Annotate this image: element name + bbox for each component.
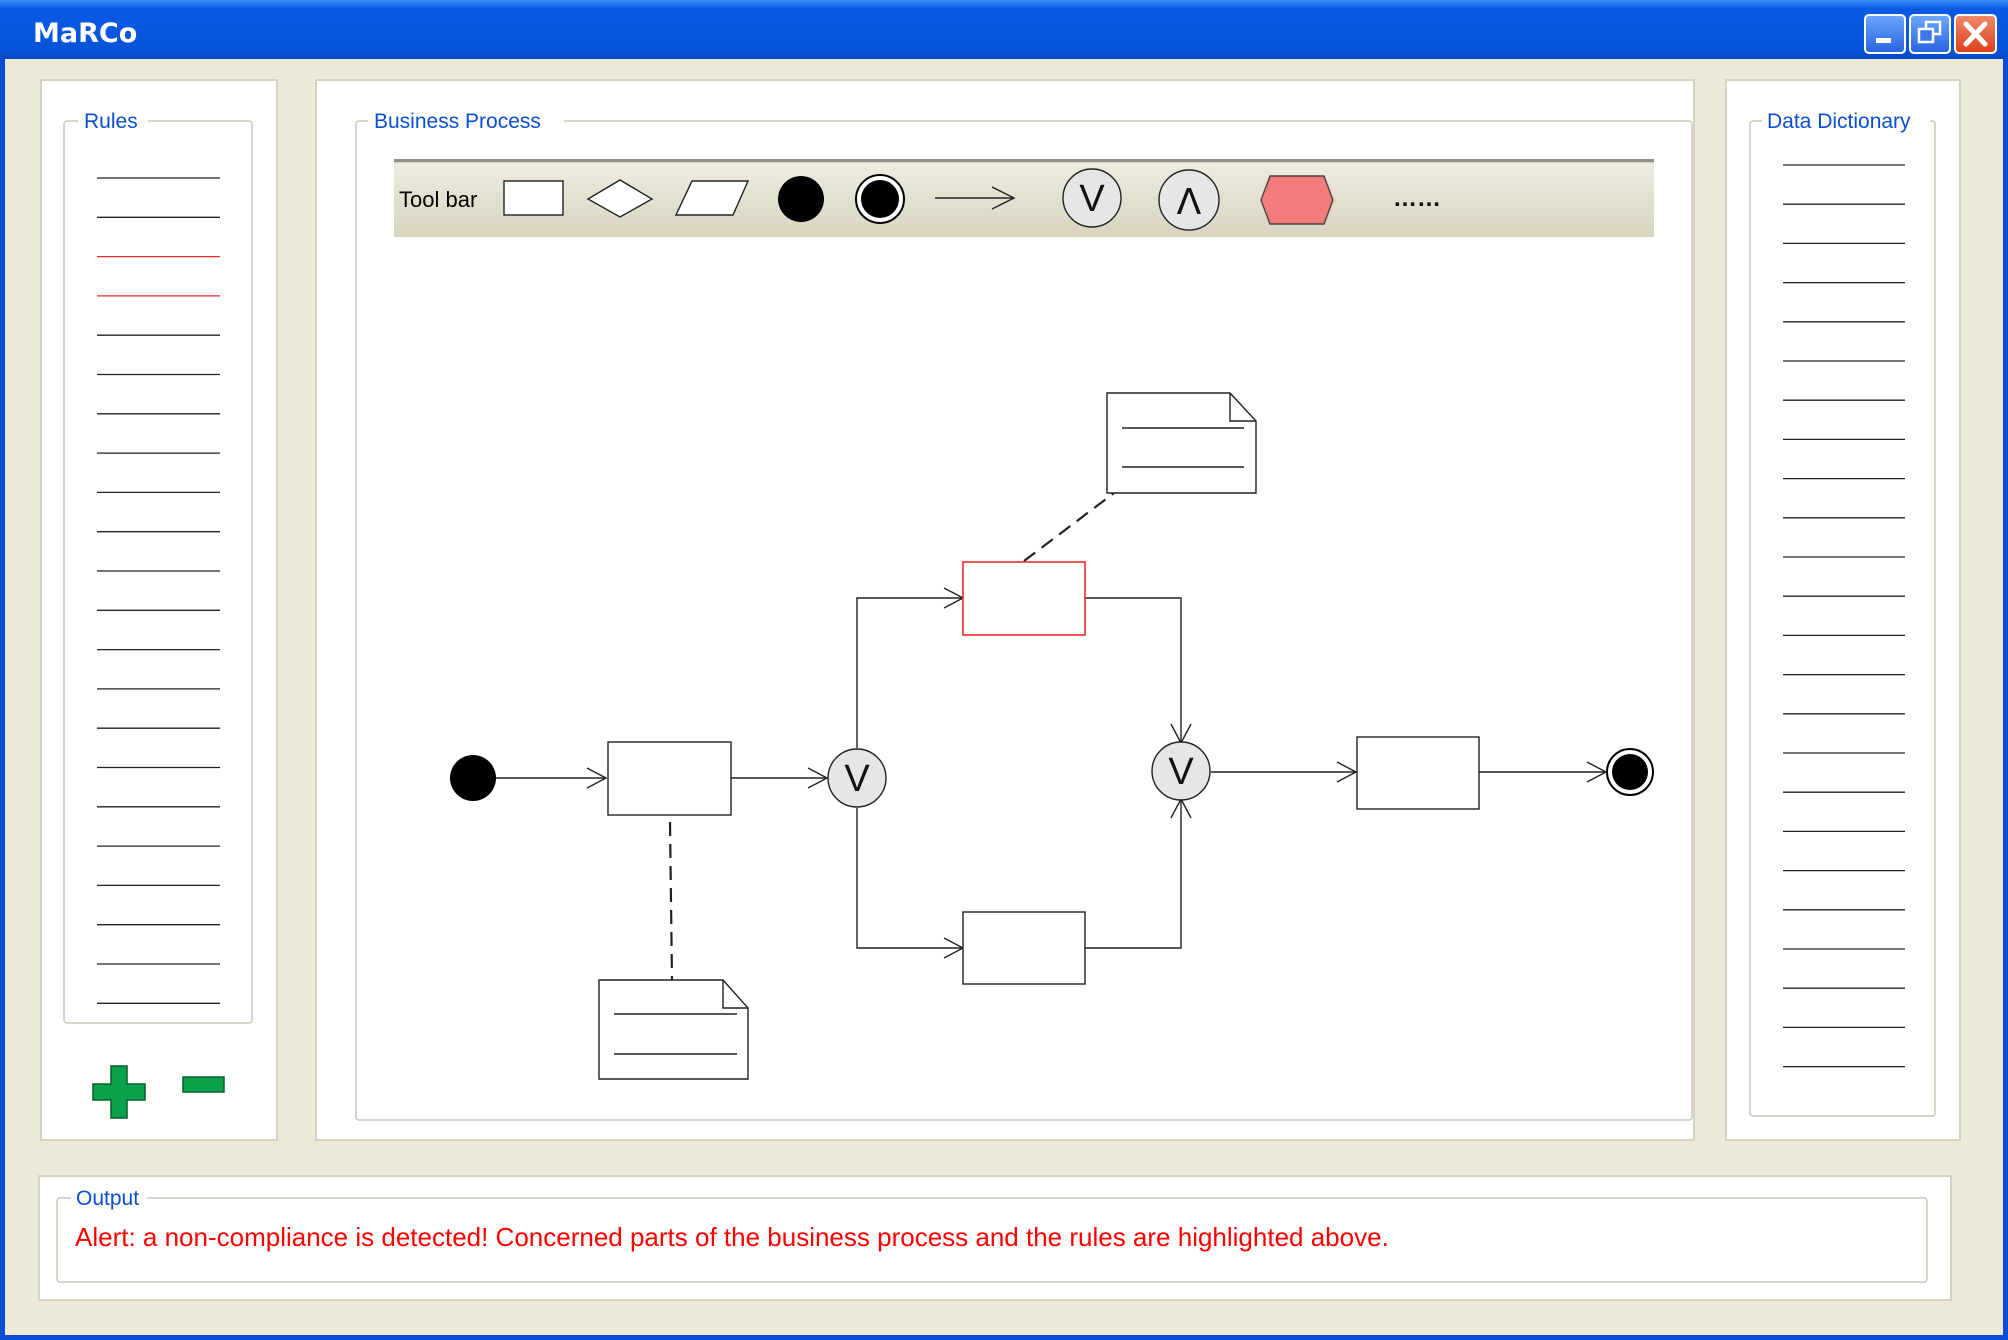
window-title: MaRCo	[33, 18, 137, 49]
tool-and-gateway[interactable]: Λ	[1158, 169, 1220, 231]
note-bottom[interactable]	[598, 979, 749, 1080]
flow-split-to-task2[interactable]	[856, 587, 965, 748]
minus-icon	[182, 1076, 225, 1093]
tool-hexagon[interactable]	[1260, 175, 1334, 225]
gateway-join-symbol: V	[1168, 751, 1194, 793]
tool-decision-diamond[interactable]	[586, 179, 654, 218]
tool-more[interactable]: ……	[1393, 185, 1441, 212]
gateway-split-symbol: V	[844, 758, 870, 800]
tool-task-rectangle[interactable]	[503, 180, 564, 216]
start-event[interactable]	[450, 755, 496, 801]
and-gateway-symbol: Λ	[1177, 182, 1202, 223]
tool-start-event[interactable]	[778, 176, 824, 222]
task-1[interactable]	[607, 741, 732, 816]
output-legend: Output	[76, 1187, 139, 1210]
gateway-split[interactable]: V	[827, 748, 887, 808]
gateway-join[interactable]: V	[1151, 741, 1211, 801]
association-task2-note	[1023, 492, 1115, 562]
rules-panel: Rules	[40, 79, 278, 1141]
rules-list	[97, 177, 220, 1004]
task-2-highlighted[interactable]	[962, 561, 1086, 636]
flow-task3-to-join[interactable]	[1085, 797, 1192, 949]
minimize-icon	[1876, 38, 1891, 43]
plus-icon	[92, 1065, 146, 1119]
data-dictionary-list	[1783, 164, 1905, 1068]
remove-rule-button[interactable]	[182, 1076, 225, 1093]
rules-legend: Rules	[84, 110, 138, 133]
data-dictionary-panel: Data Dictionary	[1725, 79, 1961, 1141]
add-rule-button[interactable]	[92, 1065, 146, 1119]
tool-data-parallelogram[interactable]	[674, 180, 750, 216]
business-process-legend: Business Process	[374, 110, 541, 133]
or-gateway-symbol: V	[1079, 178, 1105, 220]
data-dictionary-legend: Data Dictionary	[1767, 110, 1911, 133]
tool-sequence-arrow[interactable]	[935, 186, 1016, 210]
process-diagram: V V	[450, 392, 1654, 1080]
close-icon	[1963, 21, 1988, 47]
task-3[interactable]	[962, 911, 1086, 985]
end-event[interactable]	[1606, 748, 1654, 796]
toolbar: Tool bar V Λ ……	[394, 159, 1654, 237]
note-top[interactable]	[1106, 392, 1257, 494]
tool-or-gateway[interactable]: V	[1062, 168, 1122, 228]
minimize-button[interactable]	[1864, 14, 1906, 54]
restore-button[interactable]	[1909, 14, 1951, 54]
task-4[interactable]	[1356, 736, 1480, 810]
toolbar-label: Tool bar	[399, 187, 477, 212]
tool-end-event[interactable]	[855, 174, 905, 224]
flow-split-to-task3[interactable]	[856, 808, 965, 959]
business-process-panel: Business Process Tool bar V	[315, 79, 1695, 1141]
output-panel: Output Alert: a non-compliance is detect…	[38, 1175, 1952, 1301]
restore-icon	[1917, 20, 1942, 44]
flow-task2-to-join[interactable]	[1085, 597, 1192, 745]
association-task1-note	[668, 821, 674, 981]
title-bar[interactable]	[0, 0, 2008, 59]
output-alert-message: Alert: a non-compliance is detected! Con…	[75, 1222, 1389, 1252]
close-button[interactable]	[1954, 14, 1997, 54]
